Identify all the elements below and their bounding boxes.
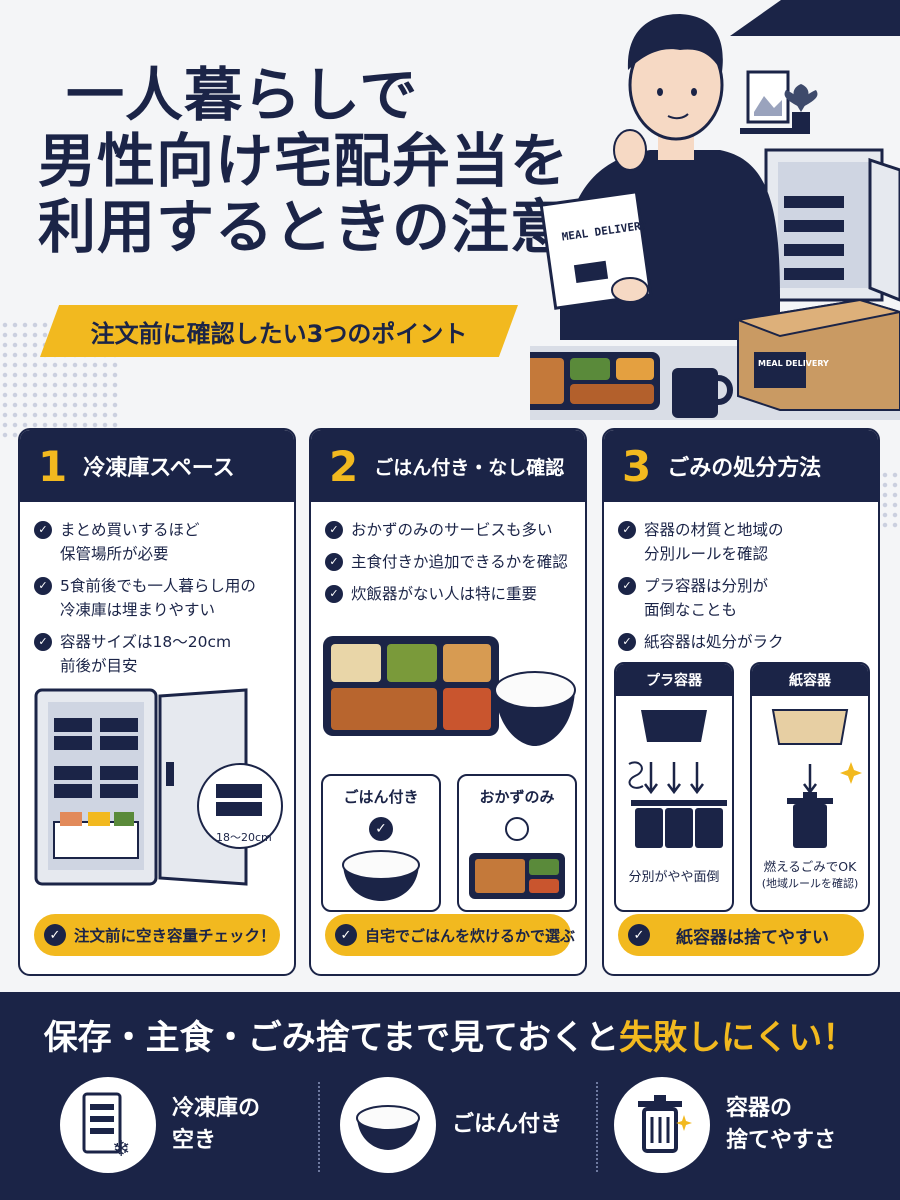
side-dish-tray-icon (469, 853, 565, 899)
panel-label: 紙容器 (752, 664, 868, 696)
card-header: 1 冷凍庫スペース (20, 430, 294, 502)
circle-icon (505, 817, 529, 841)
mug-icon (672, 368, 733, 418)
panel-note: 分別がやや面倒 (628, 870, 720, 885)
check-icon: ✓ (325, 553, 343, 571)
tip-pill: ✓注文前に空き容量チェック！ (34, 914, 280, 956)
container-icon (216, 784, 262, 798)
divider (318, 1082, 320, 1172)
check-item: ✓主食付きか追加できるかを確認 (325, 550, 571, 574)
page-title: 一人暮らしで 男性向け宅配弁当を 利用するときの注意点 (38, 62, 628, 260)
summary-item-disposal: 容器の捨てやすさ (614, 1070, 836, 1180)
open-freezer-illustration: 18〜20cm (34, 688, 283, 886)
bento-box-icon (530, 352, 660, 410)
footer-headline-main: 保存・主食・ごみ捨てまで見ておくと (43, 1018, 619, 1058)
card-number: 2 (329, 441, 359, 491)
trash-can-icon (787, 792, 833, 848)
check-icon: ✓ (628, 924, 650, 946)
check-item: ✓まとめ買いするほど 保管場所が必要 (34, 518, 280, 566)
plastic-container-panel: プラ容器 分別がやや面倒 (614, 662, 734, 912)
panel-note-sub: (地域ルールを確認) (761, 877, 859, 890)
check-item: ✓5食前後でも一人暮らし用の 冷凍庫は埋まりやすい (34, 574, 280, 622)
check-item: ✓おかずのみのサービスも多い (325, 518, 571, 542)
plastic-tray-icon (641, 710, 707, 742)
box-label: MEAL DELIVERY (758, 359, 829, 368)
check-icon: ✓ (325, 585, 343, 603)
paper-disposal-illustration (771, 709, 862, 848)
freezer-icon: ❄ (60, 1077, 156, 1173)
check-icon: ✓ (34, 577, 52, 595)
freezer-icon (764, 148, 900, 302)
person-illustration: MEAL DELIVERY (539, 14, 780, 340)
check-icon: ✓ (618, 633, 636, 651)
check-icon: ✓ (618, 577, 636, 595)
check-icon: ✓ (335, 924, 357, 946)
card-title: 冷凍庫スペース (83, 456, 235, 481)
rice-bowl-icon (342, 850, 420, 901)
delivery-box-icon: MEAL DELIVERY (734, 298, 900, 411)
size-label: 18〜20cm (216, 831, 272, 844)
card-waste-disposal: 3 ごみの処分方法 ✓容器の材質と地域の 分別ルールを確認 ✓プラ容器は分別が … (602, 428, 880, 976)
summary-item-freezer: ❄ 冷凍庫の空き (60, 1070, 260, 1180)
subtitle-banner: 注文前に確認したい3つのポイント (40, 305, 518, 357)
card-number: 1 (38, 441, 68, 491)
option-with-rice: ごはん付き ✓ (321, 774, 441, 912)
title-line-2: 男性向け宅配弁当を (38, 127, 570, 195)
check-item: ✓容器サイズは18〜20cm 前後が目安 (34, 630, 280, 678)
title-line-3: 利用するときの注意点 (38, 193, 629, 261)
card-title: ごみの処分方法 (667, 456, 822, 481)
checklist: ✓容器の材質と地域の 分別ルールを確認 ✓プラ容器は分別が 面倒なことも ✓紙容… (604, 502, 878, 654)
card-rice-included: 2 ごはん付き・なし確認 ✓おかずのみのサービスも多い ✓主食付きか追加できるか… (309, 428, 587, 976)
rice-bowl-icon (340, 1077, 436, 1173)
footer-headline: 保存・主食・ごみ捨てまで見ておくと失敗しにくい！ (0, 1010, 900, 1059)
card-title: ごはん付き・なし確認 (374, 456, 565, 479)
footer-headline-highlight: 失敗しにくい！ (618, 1018, 857, 1058)
card-header: 2 ごはん付き・なし確認 (311, 430, 585, 502)
paper-container-panel: 紙容器 燃えるごみでOK (地域ルールを確認) (750, 662, 870, 912)
card-header: 3 ごみの処分方法 (604, 430, 878, 502)
card-number: 3 (622, 441, 652, 491)
check-icon: ✓ (34, 521, 52, 539)
summary-item-rice: ごはん付き (340, 1070, 562, 1180)
sparkle-icon (840, 762, 862, 784)
check-icon: ✓ (34, 633, 52, 651)
summary-footer: 保存・主食・ごみ捨てまで見ておくと失敗しにくい！ ❄ 冷凍庫の空き ごはん付き (0, 992, 900, 1200)
check-icon: ✓ (369, 817, 393, 841)
check-icon: ✓ (325, 521, 343, 539)
check-item: ✓容器の材質と地域の 分別ルールを確認 (618, 518, 864, 566)
tip-pill: ✓自宅でごはんを炊けるかで選ぶ (325, 914, 575, 956)
check-item: ✓炊飯器がない人は特に重要 (325, 582, 571, 606)
title-line-1: 一人暮らしで (66, 61, 419, 129)
plastic-sorting-illustration (628, 710, 727, 848)
bento-with-rice-illustration (323, 636, 576, 746)
tip-pill: ✓紙容器は捨てやすい (618, 914, 864, 956)
svg-text:❄: ❄ (112, 1137, 130, 1160)
option-label: ごはん付き (343, 788, 419, 806)
check-icon: ✓ (44, 924, 66, 946)
spring-icon (628, 761, 644, 789)
check-item: ✓プラ容器は分別が 面倒なことも (618, 574, 864, 622)
trash-can-icon (614, 1077, 710, 1173)
divider (596, 1082, 598, 1172)
check-item: ✓紙容器は処分がラク (618, 630, 864, 654)
check-icon: ✓ (618, 521, 636, 539)
checklist: ✓まとめ買いするほど 保管場所が必要 ✓5食前後でも一人暮らし用の 冷凍庫は埋ま… (20, 502, 294, 678)
paper-tray-icon (771, 709, 849, 745)
checklist: ✓おかずのみのサービスも多い ✓主食付きか追加できるかを確認 ✓炊飯器がない人は… (311, 502, 585, 606)
option-side-dish-only: おかずのみ (457, 774, 577, 912)
panel-label: プラ容器 (616, 664, 732, 696)
plant-pot-icon (792, 112, 810, 128)
option-label: おかずのみ (479, 788, 555, 806)
panel-note: 燃えるごみでOK (763, 859, 857, 874)
sorting-bins-icon (631, 800, 727, 848)
hero-illustration: MEAL DELIVERY MEAL DELIVERY (530, 14, 900, 420)
card-freezer-space: 1 冷凍庫スペース ✓まとめ買いするほど 保管場所が必要 ✓5食前後でも一人暮ら… (18, 428, 296, 976)
